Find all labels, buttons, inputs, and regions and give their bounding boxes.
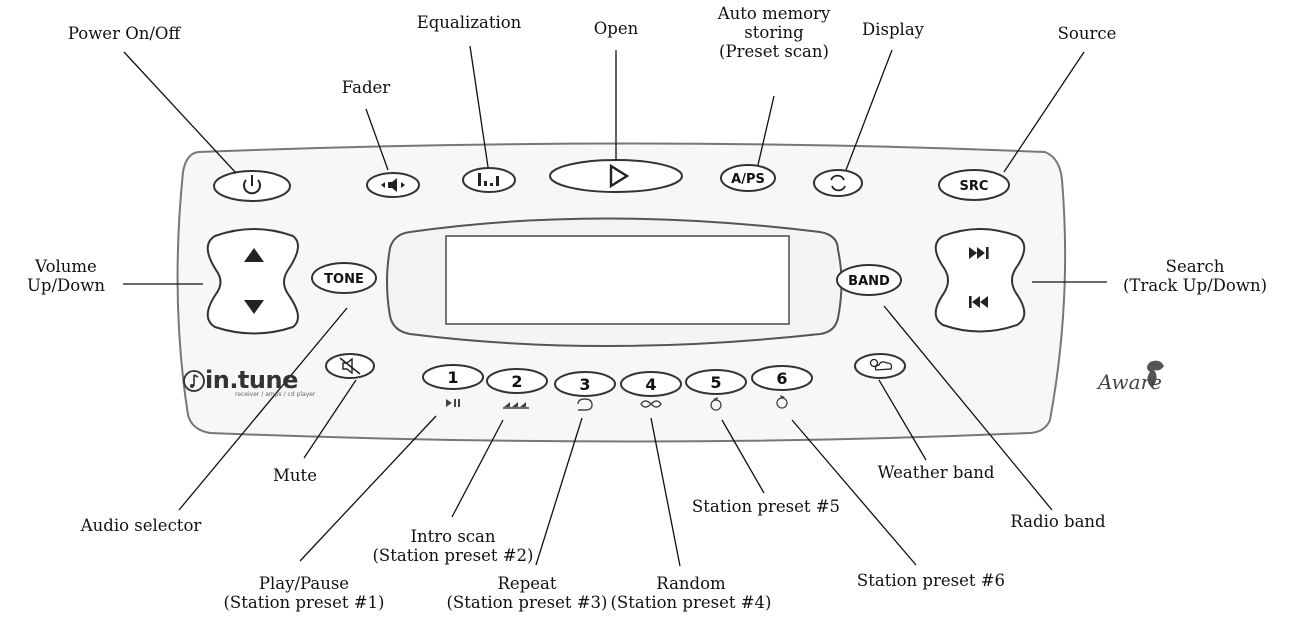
- play-pause-icon: [446, 399, 460, 407]
- mute-button[interactable]: [325, 353, 375, 379]
- label-volume-line1: Volume: [35, 257, 97, 276]
- preset-3-button[interactable]: 3: [554, 371, 616, 411]
- tone-label: TONE: [324, 272, 364, 287]
- preset-5-icon: [710, 397, 722, 411]
- label-station-preset-6: Station preset #6: [856, 571, 1006, 590]
- preset-1-button[interactable]: 1: [422, 364, 484, 407]
- intune-logo: in.tune receiver / amps / cd player: [205, 366, 315, 398]
- power-button[interactable]: [213, 170, 291, 202]
- label-auto-memory-line1: Auto memory: [717, 4, 831, 23]
- fader-icon: [381, 178, 405, 192]
- preset-4-button[interactable]: 4: [620, 371, 682, 408]
- label-auto-memory: Auto memory storing (Preset scan): [718, 4, 831, 61]
- label-display: Display: [862, 20, 924, 39]
- preset-2-label: 2: [511, 372, 522, 391]
- open-button[interactable]: [549, 159, 683, 193]
- random-icon: [640, 400, 662, 408]
- label-audio-selector: Audio selector: [80, 516, 202, 535]
- display-cycle-icon: [830, 174, 846, 192]
- next-track-icon[interactable]: [969, 247, 989, 259]
- label-intro-scan-line1: Intro scan: [410, 527, 496, 546]
- label-weather-band: Weather band: [877, 463, 995, 482]
- weather-button[interactable]: [854, 353, 906, 379]
- preset-1-label: 1: [447, 368, 458, 387]
- label-search-line1: Search: [1165, 257, 1225, 276]
- preset-5-button[interactable]: 5: [685, 369, 747, 411]
- label-volume: Volume Up/Down: [27, 257, 105, 295]
- label-open: Open: [593, 19, 639, 38]
- weather-icon: [869, 358, 893, 371]
- preset-3-label: 3: [579, 375, 590, 394]
- intune-logo-text: in.tune: [205, 366, 298, 394]
- equalizer-icon: [478, 173, 499, 186]
- preset-6-icon: [776, 395, 788, 409]
- volume-down-icon[interactable]: [244, 300, 264, 314]
- preset-2-button[interactable]: 2: [486, 368, 548, 409]
- preset-4-label: 4: [645, 375, 656, 394]
- label-search: Search (Track Up/Down): [1123, 257, 1267, 295]
- label-play-pause: Play/Pause (Station preset #1): [223, 574, 384, 612]
- display-button[interactable]: [813, 169, 863, 197]
- label-intro-scan: Intro scan (Station preset #2): [372, 527, 533, 565]
- band-label: BAND: [848, 274, 890, 289]
- open-triangle-icon: [609, 163, 630, 189]
- lcd-screen: [445, 235, 790, 325]
- power-icon: [243, 175, 261, 195]
- src-button[interactable]: SRC: [938, 169, 1010, 201]
- label-play-pause-line1: Play/Pause: [258, 574, 350, 593]
- label-random-line1: Random: [656, 574, 726, 593]
- fader-button[interactable]: [366, 172, 420, 198]
- label-power: Power On/Off: [67, 24, 181, 43]
- preset-5-label: 5: [710, 373, 721, 392]
- label-equalization: Equalization: [416, 13, 522, 32]
- label-station-preset-5: Station preset #5: [691, 497, 841, 516]
- label-repeat: Repeat (Station preset #3): [446, 574, 607, 612]
- volume-rocker[interactable]: [206, 228, 299, 335]
- label-search-line2: (Track Up/Down): [1122, 276, 1268, 295]
- prev-track-icon[interactable]: [969, 296, 988, 308]
- label-repeat-line2: (Station preset #3): [446, 593, 608, 612]
- intro-scan-icon: [503, 402, 529, 409]
- label-radio-band: Radio band: [1010, 512, 1106, 531]
- label-mute: Mute: [273, 466, 317, 485]
- aware-logo-mark: [1147, 360, 1164, 388]
- volume-up-icon[interactable]: [244, 248, 264, 262]
- tone-button[interactable]: TONE: [311, 262, 377, 294]
- aps-label: A/PS: [731, 172, 765, 187]
- mute-icon: [339, 357, 361, 375]
- repeat-icon: [577, 398, 593, 411]
- label-auto-memory-line3: (Preset scan): [719, 42, 829, 61]
- leader-lines: [123, 45, 1107, 567]
- preset-6-label: 6: [776, 369, 787, 388]
- src-label: SRC: [960, 179, 989, 194]
- preset-6-button[interactable]: 6: [751, 365, 813, 409]
- equalization-button[interactable]: [462, 167, 516, 193]
- label-auto-memory-line2: storing: [744, 23, 804, 42]
- intune-logo-subtext: receiver / amps / cd player: [235, 391, 316, 398]
- label-source: Source: [1057, 24, 1117, 43]
- label-random-line2: (Station preset #4): [610, 593, 772, 612]
- aware-logo-text: Aware: [1098, 370, 1162, 394]
- aps-button[interactable]: A/PS: [720, 164, 776, 192]
- label-fader: Fader: [341, 78, 391, 97]
- band-button[interactable]: BAND: [836, 264, 902, 296]
- label-intro-scan-line2: (Station preset #2): [372, 546, 534, 565]
- search-rocker[interactable]: [934, 228, 1026, 333]
- logo-note-icon: [183, 370, 205, 392]
- label-volume-line2: Up/Down: [27, 276, 105, 295]
- label-repeat-line1: Repeat: [497, 574, 557, 593]
- label-random: Random (Station preset #4): [610, 574, 771, 612]
- label-play-pause-line2: (Station preset #1): [223, 593, 385, 612]
